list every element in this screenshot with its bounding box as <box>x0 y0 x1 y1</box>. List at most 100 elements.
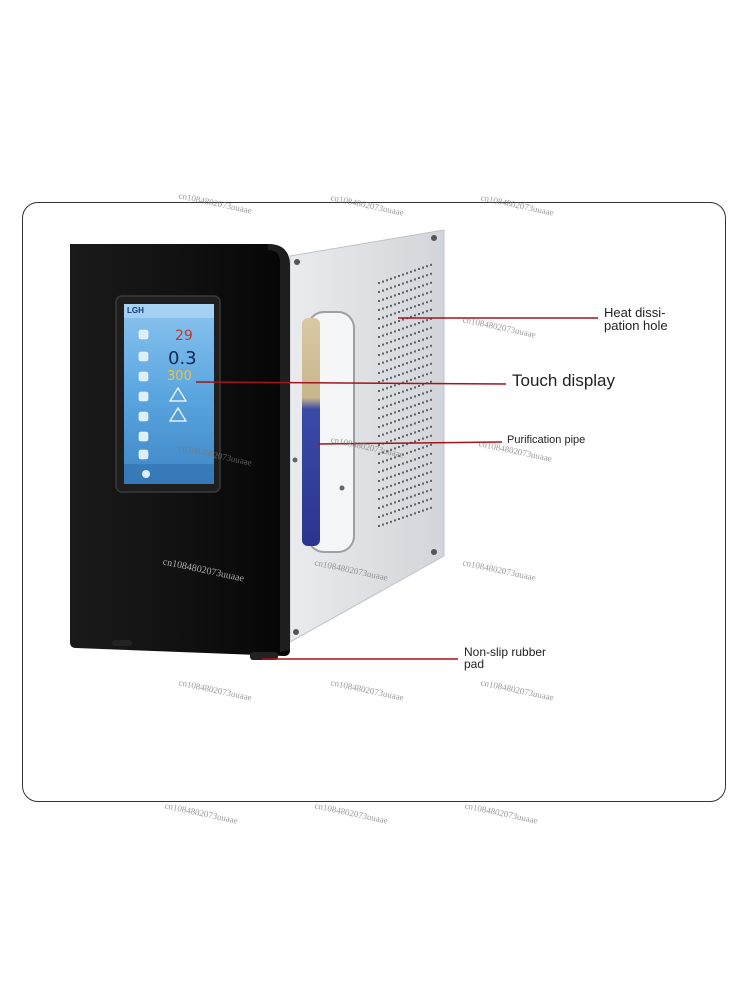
vent-hole <box>410 342 412 345</box>
vent-hole <box>422 437 424 440</box>
vent-hole <box>430 317 432 320</box>
vent-hole <box>402 507 404 510</box>
vent-hole <box>382 334 384 337</box>
vent-hole <box>386 450 388 453</box>
vent-hole <box>398 293 400 295</box>
vent-hole <box>378 453 380 455</box>
vent-hole <box>406 344 408 347</box>
vent-hole <box>430 326 432 329</box>
vent-hole <box>398 338 400 340</box>
vent-hole <box>402 327 404 330</box>
vent-hole <box>386 495 388 498</box>
vent-hole <box>414 431 416 434</box>
vent-hole <box>398 428 400 430</box>
vent-hole <box>414 422 416 425</box>
vent-hole <box>398 509 400 511</box>
vent-hole <box>402 336 404 339</box>
vent-hole <box>422 401 424 404</box>
vent-hole <box>382 523 384 526</box>
screen-brand: LGH <box>127 306 144 315</box>
vent-hole <box>406 488 408 491</box>
vent-hole <box>390 511 392 514</box>
vent-hole <box>390 358 392 361</box>
vent-hole <box>394 285 396 288</box>
vent-hole <box>378 300 380 302</box>
product-frame <box>22 202 726 802</box>
vent-hole <box>394 339 396 342</box>
vent-hole <box>410 396 412 399</box>
vent-hole <box>390 484 392 487</box>
vent-hole <box>418 421 420 423</box>
vent-hole <box>402 318 404 321</box>
vent-hole <box>378 408 380 410</box>
vent-hole <box>426 292 428 295</box>
vent-hole <box>398 446 400 448</box>
vent-hole <box>402 426 404 429</box>
vent-hole <box>382 361 384 364</box>
vent-hole <box>398 473 400 475</box>
callout-line-touch <box>195 381 507 385</box>
vent-hole <box>390 322 392 325</box>
vent-hole <box>394 501 396 504</box>
vent-hole <box>394 474 396 477</box>
vent-hole <box>394 510 396 513</box>
vent-hole <box>414 350 416 353</box>
vent-hole <box>426 283 428 286</box>
vent-hole <box>430 443 432 446</box>
rubber-pad-label: Non-slip rubber pad <box>464 646 546 670</box>
vent-hole <box>378 498 380 500</box>
screw-icon <box>339 485 345 491</box>
vent-hole <box>414 269 416 272</box>
vent-hole <box>390 304 392 307</box>
vent-hole <box>410 504 412 507</box>
vent-hole <box>378 336 380 338</box>
vent-hole <box>414 485 416 488</box>
vent-hole <box>394 402 396 405</box>
vent-hole <box>410 477 412 480</box>
warning-triangle-icon <box>168 406 188 422</box>
vent-hole <box>402 300 404 303</box>
vent-hole <box>422 311 424 314</box>
vent-hole <box>394 483 396 486</box>
vent-hole <box>394 348 396 351</box>
vent-hole <box>378 480 380 482</box>
vent-hole <box>406 434 408 437</box>
vent-hole <box>406 272 408 275</box>
vent-hole <box>426 274 428 277</box>
vent-hole <box>390 385 392 388</box>
vent-hole <box>394 357 396 360</box>
vent-hole <box>398 302 400 304</box>
vent-hole <box>422 419 424 422</box>
vent-hole <box>402 291 404 294</box>
vent-hole <box>378 507 380 509</box>
vent-hole <box>426 490 428 493</box>
vent-hole <box>430 380 432 383</box>
vent-hole <box>426 400 428 403</box>
pad-label-line2: pad <box>464 657 485 671</box>
vent-hole <box>410 333 412 336</box>
vent-hole <box>378 525 380 527</box>
vent-hole <box>390 277 392 280</box>
vent-hole <box>410 270 412 273</box>
vent-hole <box>386 396 388 399</box>
vent-hole <box>398 347 400 349</box>
vent-hole <box>386 351 388 354</box>
vent-hole <box>422 410 424 413</box>
vent-hole <box>406 452 408 455</box>
vent-hole <box>378 462 380 464</box>
vent-hole <box>406 389 408 392</box>
rubber-pad <box>112 640 132 646</box>
vent-hole <box>406 479 408 482</box>
vent-hole <box>418 322 420 324</box>
vent-hole <box>430 344 432 347</box>
vent-hole <box>378 426 380 428</box>
vent-hole <box>386 306 388 309</box>
vent-hole <box>422 455 424 458</box>
vent-hole <box>398 437 400 439</box>
vent-hole <box>410 387 412 390</box>
vent-hole <box>406 470 408 473</box>
vent-hole <box>426 418 428 421</box>
vent-hole <box>422 500 424 503</box>
vent-hole <box>426 328 428 331</box>
